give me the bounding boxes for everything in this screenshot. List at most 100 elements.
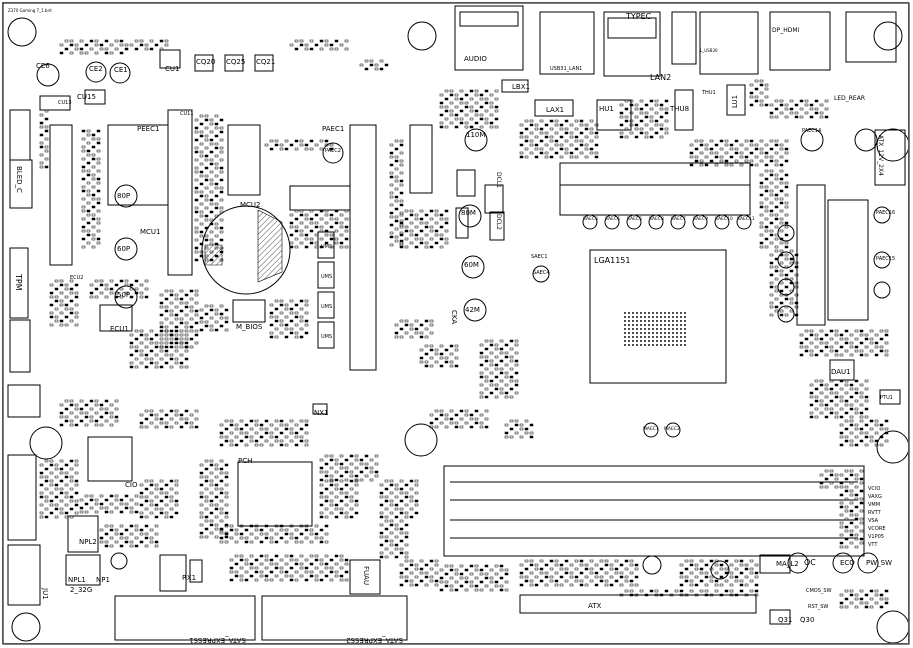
smd-pad [564,559,569,563]
smd-pad [684,567,689,571]
smd-pad [339,466,344,470]
smd-pad [384,495,389,499]
smd-pad [274,540,279,544]
smd-pad [409,499,414,503]
smd-pad [469,572,474,576]
smd-pad [429,229,434,233]
smd-pad [109,287,114,291]
smd-pad [184,305,189,309]
smd-pad [699,143,704,147]
smd-pad [874,341,879,345]
smd-pad [484,117,489,121]
smd-pad [379,555,384,559]
smd-pad [479,343,484,347]
smd-pad [69,515,74,519]
smd-pad [124,506,129,510]
smd-pad [329,245,334,249]
smd-pad [404,229,409,233]
smd-pad [874,333,879,337]
smd-pad [124,536,129,540]
smd-pad [404,535,409,539]
smd-pad [199,134,204,138]
smd-pad [79,39,84,43]
smd-pad [444,360,449,364]
smd-pad [119,510,124,514]
smd-pad [704,143,709,147]
smd-pad [399,575,404,579]
smd-pad [219,238,224,242]
smd-pad [634,575,639,579]
smd-pad [319,39,324,43]
smd-pad [94,403,99,407]
smd-pad [804,345,809,349]
smd-pad [379,543,384,547]
smd-pad [109,494,114,498]
smd-pad [454,97,459,101]
smd-pad [329,147,334,151]
smd-pad [624,115,629,119]
smd-pad [74,295,79,299]
smd-pad [349,507,354,511]
smd-pad [429,217,434,221]
smd-pad [564,131,569,135]
smd-pad [739,155,744,159]
smd-pad [634,123,639,127]
smd-pad [604,583,609,587]
smd-pad [814,415,819,419]
smd-pad [84,494,89,498]
smd-pad [634,127,639,131]
smd-pad [584,143,589,147]
smd-pad [844,435,849,439]
saec4-label: SAEC4 [533,270,550,276]
smd-pad [414,245,419,249]
smd-pad [144,499,149,503]
smd-pad [859,403,864,407]
smd-pad [499,391,504,395]
smd-pad [739,143,744,147]
smd-pad [394,323,399,327]
smd-pad [194,170,199,174]
smd-pad [444,89,449,93]
smd-pad [714,571,719,575]
saec1-label: SAEC1 [531,254,548,260]
smd-pad [369,470,374,474]
led-vtt: VTT [868,542,878,548]
smd-pad [204,258,209,262]
smd-pad [154,361,159,365]
smd-pad [104,532,109,536]
smd-pad [219,158,224,162]
smd-pad [324,479,329,483]
smd-pad [534,155,539,159]
smd-pad [744,575,749,579]
smd-pad [299,574,304,578]
smd-pad [484,576,489,580]
smd-pad [739,579,744,583]
smd-pad [774,139,779,143]
smd-pad [214,142,219,146]
smd-pad [344,578,349,582]
smd-pad [424,245,429,249]
smd-pad [474,93,479,97]
smd-pad [299,241,304,245]
smd-pad [819,399,824,403]
smd-pad [774,115,779,119]
smd-pad [419,237,424,241]
smd-pad [429,575,434,579]
smd-pad [144,495,149,499]
smd-pad [839,593,844,597]
smd-pad [499,371,504,375]
smd-pad [424,319,429,323]
smd-pad [724,567,729,571]
smd-pad [99,407,104,411]
smd-pad [94,51,99,55]
smd-pad [294,435,299,439]
smd-pad [44,459,49,463]
smd-pad [174,483,179,487]
smd-pad [309,562,314,566]
smd-pad [64,407,69,411]
smd-pad [289,558,294,562]
smd-pad [494,367,499,371]
smd-pad [59,511,64,515]
smd-pad [234,443,239,447]
smd-pad [194,198,199,202]
